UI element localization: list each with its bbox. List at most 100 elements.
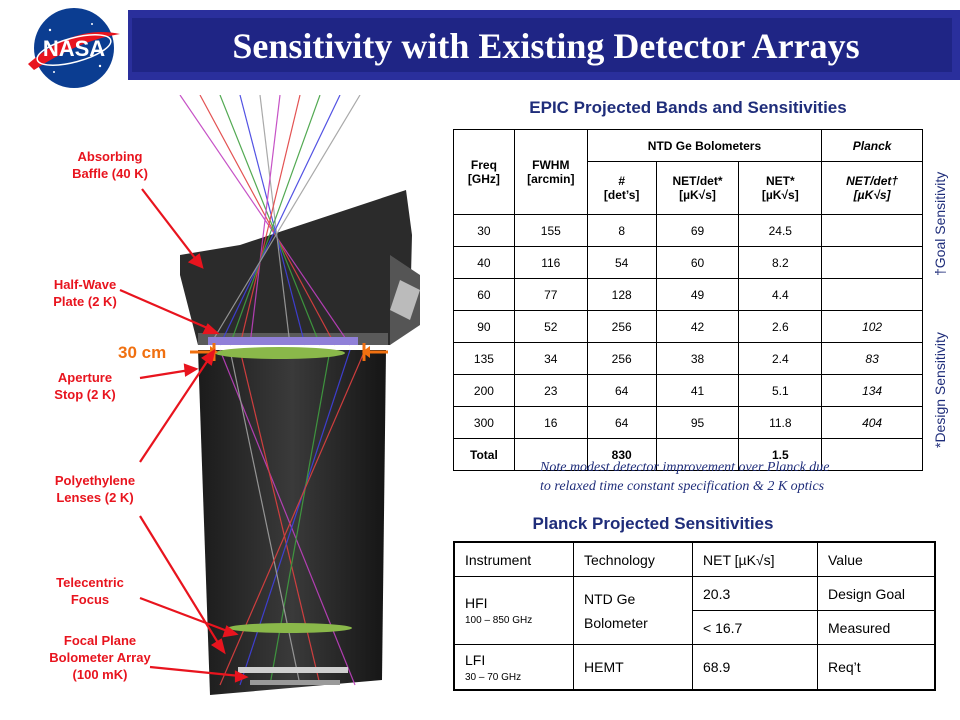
cell: Total xyxy=(453,438,515,471)
cell: 830 xyxy=(586,438,657,471)
cell: Design Goal xyxy=(817,576,936,611)
logo-text: NASA xyxy=(43,36,105,61)
cell: 135 xyxy=(453,342,515,375)
cell: 256 xyxy=(586,310,657,343)
page-title: Sensitivity with Existing Detector Array… xyxy=(232,26,860,66)
cell: 52 xyxy=(513,310,588,343)
planck-table: Instrument Technology NET [µK√s] Value H… xyxy=(453,541,936,691)
cell: 128 xyxy=(586,278,657,311)
cell: 23 xyxy=(513,374,588,407)
th-dets: #[det’s] xyxy=(586,161,657,215)
cell: 11.8 xyxy=(738,406,823,439)
th-net-det: NET/det*[µK√s] xyxy=(655,161,740,215)
epic-title: EPIC Projected Bands and Sensitivities xyxy=(529,98,847,117)
cell: 8 xyxy=(586,214,657,247)
lower-lens xyxy=(228,623,352,633)
cell: 77 xyxy=(513,278,588,311)
cryostat-tube xyxy=(198,350,386,695)
th-net: NET [µK√s] xyxy=(692,541,818,577)
cell xyxy=(655,438,740,471)
cell: 8.2 xyxy=(738,246,823,279)
th-technology: Technology xyxy=(573,541,693,577)
cell: 404 xyxy=(821,406,923,439)
cell: 90 xyxy=(453,310,515,343)
cell: 68.9 xyxy=(692,644,818,691)
cell: 64 xyxy=(586,406,657,439)
cell: 40 xyxy=(453,246,515,279)
cell: 30 xyxy=(453,214,515,247)
cell: HEMT xyxy=(573,644,693,691)
table-row: < 16.7 Measured xyxy=(454,610,936,645)
th-net: NET*[µK√s] xyxy=(738,161,823,215)
cell: 2.4 xyxy=(738,342,823,375)
cell: 256 xyxy=(586,342,657,375)
cell: Measured xyxy=(817,610,936,645)
cell: 64 xyxy=(586,374,657,407)
th-planck: Planck xyxy=(821,129,923,162)
scale-label: 30 cm xyxy=(118,343,167,362)
cell xyxy=(821,214,923,247)
cell: 69 xyxy=(655,214,740,247)
nasa-logo: NASA xyxy=(28,8,120,88)
cell: 60 xyxy=(655,246,740,279)
cell: 2.6 xyxy=(738,310,823,343)
side-goal-label: †Goal Sensitivity xyxy=(932,171,948,276)
cell: 24.5 xyxy=(738,214,823,247)
cell: 1.5 xyxy=(738,438,823,471)
cell: 38 xyxy=(655,342,740,375)
th-fwhm: FWHM[arcmin] xyxy=(513,129,588,215)
cell xyxy=(821,438,923,471)
th-freq: Freq[GHz] xyxy=(453,129,515,215)
side-design-label: *Design Sensitivity xyxy=(932,332,948,448)
label-pointers xyxy=(119,188,249,683)
th-value: Value xyxy=(817,541,936,577)
cell: 116 xyxy=(513,246,588,279)
cell: < 16.7 xyxy=(692,610,818,645)
cell: 20.3 xyxy=(692,576,818,611)
planck-title: Planck Projected Sensitivities xyxy=(532,514,774,533)
telescope-diagram xyxy=(179,95,420,695)
aperture-lens xyxy=(215,347,345,359)
cell: 200 xyxy=(453,374,515,407)
cell: Req’t xyxy=(817,644,936,691)
cell xyxy=(821,278,923,311)
cell: 34 xyxy=(513,342,588,375)
cell: 83 xyxy=(821,342,923,375)
cell: 134 xyxy=(821,374,923,407)
cell xyxy=(513,438,588,471)
th-ntd: NTD Ge Bolometers xyxy=(586,129,823,162)
cell: 54 xyxy=(586,246,657,279)
th-instrument: Instrument xyxy=(453,541,574,577)
cell: 5.1 xyxy=(738,374,823,407)
epic-table: Freq[GHz] FWHM[arcmin] NTD Ge Bolometers… xyxy=(453,129,923,471)
cell: 102 xyxy=(821,310,923,343)
cell: 300 xyxy=(453,406,515,439)
cell: 60 xyxy=(453,278,515,311)
table-row-total: Total 830 1.5 xyxy=(453,438,923,471)
cell: 41 xyxy=(655,374,740,407)
title-band-inner xyxy=(132,18,952,72)
half-wave-plate xyxy=(208,337,358,345)
cell xyxy=(821,246,923,279)
cell: 4.4 xyxy=(738,278,823,311)
cell: 49 xyxy=(655,278,740,311)
cell: 95 xyxy=(655,406,740,439)
cell: 42 xyxy=(655,310,740,343)
